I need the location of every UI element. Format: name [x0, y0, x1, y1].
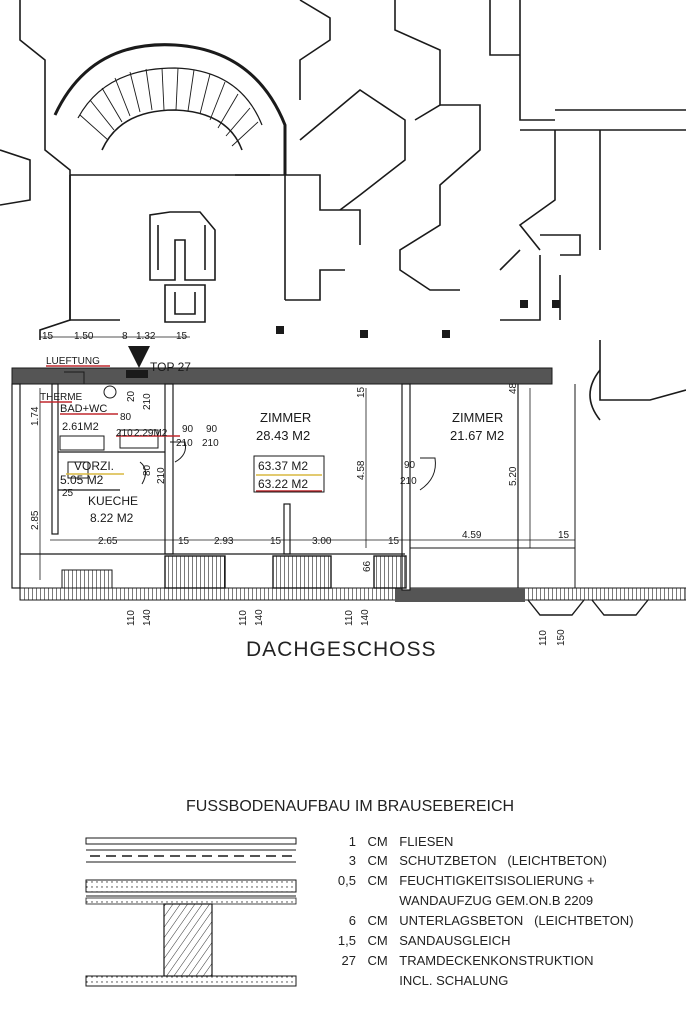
layer-row: 1,5 CM SANDAUSGLEICH — [330, 933, 511, 953]
layer-unit: CM — [367, 873, 388, 888]
room-area: 28.43 M2 — [256, 428, 310, 443]
door-size: 80 — [142, 464, 153, 476]
door-size: 210 — [142, 393, 153, 410]
room-labels: ZIMMER 28.43 M2 ZIMMER 21.67 M2 VORZI. 5… — [40, 356, 504, 525]
window-size: 110 — [538, 630, 549, 646]
door-size: 210 — [156, 467, 167, 484]
dim-text: 1.32 — [136, 331, 156, 342]
layer-description: SCHUTZBETON (LEICHTBETON) — [399, 853, 607, 868]
layer-row: 3 CM SCHUTZBETON (LEICHTBETON) — [330, 853, 607, 873]
door-size: 25 — [62, 488, 74, 499]
layer-row: INCL. SCHALUNG — [330, 973, 508, 993]
layer-unit: CM — [367, 953, 388, 968]
dim-text: 15 — [558, 530, 570, 541]
door-size: 210 — [202, 438, 219, 449]
room-name: KUECHE — [88, 494, 138, 508]
dim-text: 3.00 — [312, 536, 332, 547]
existing-building-outline — [0, 0, 686, 421]
layer-row: 6 CM UNTERLAGSBETON (LEICHTBETON) — [330, 913, 634, 933]
dim-text: 2.93 — [214, 536, 234, 547]
room-name: LUEFTUNG — [46, 356, 100, 367]
door-size: 20 — [126, 390, 137, 402]
window-size: 140 — [360, 609, 371, 626]
layer-description: UNTERLAGSBETON (LEICHTBETON) — [399, 913, 634, 928]
layer-thickness: 3 — [348, 853, 356, 868]
door-size: 210 — [176, 438, 193, 449]
door-size: 210 — [116, 428, 133, 439]
dim-text: 15 — [176, 331, 188, 342]
room-area: 2.61M2 — [62, 421, 99, 433]
layer-thickness: 0,5 — [337, 873, 356, 888]
dim-text: 15 — [270, 536, 282, 547]
room-area: 5.05 M2 — [60, 473, 104, 487]
dim-text: 15 — [178, 536, 190, 547]
window-size: 140 — [254, 609, 265, 626]
window-size: 110 — [126, 610, 137, 626]
layer-row: 0,5 CM FEUCHTIGKEITSISOLIERUNG + — [330, 873, 595, 893]
room-area: 21.67 M2 — [450, 428, 504, 443]
dim-text: 5.20 — [508, 466, 519, 486]
dim-text: 2.65 — [98, 536, 118, 547]
dim-text: 66 — [362, 560, 373, 572]
window-size: 110 — [344, 610, 355, 626]
room-area: 8.22 M2 — [90, 511, 134, 525]
layer-thickness: 6 — [348, 913, 356, 928]
dimension-labels: 15 1.50 8 1.32 15 2.65 15 2.93 15 3.00 1… — [30, 331, 570, 646]
total-area: 63.22 M2 — [258, 477, 308, 491]
layer-unit: CM — [367, 834, 388, 849]
window-size: 150 — [556, 629, 567, 646]
door-size: 210 — [400, 476, 417, 487]
dim-text: 15 — [42, 331, 54, 342]
layer-thickness: 1,5 — [337, 933, 356, 948]
layer-description: FLIESEN — [399, 834, 454, 849]
layer-row: 1 CM FLIESEN — [330, 834, 454, 854]
dim-text: 2.85 — [30, 510, 41, 530]
floor-title: DACHGESCHOSS — [246, 638, 437, 661]
layer-description: SANDAUSGLEICH — [399, 933, 511, 948]
dim-text: 4.58 — [356, 460, 367, 480]
layer-thickness: 27 — [341, 953, 356, 968]
section-title: FUSSBODENAUFBAU IM BRAUSEBEREICH — [186, 798, 515, 815]
total-area: 63.37 M2 — [258, 459, 308, 473]
dim-text: 8 — [122, 331, 128, 342]
highlight-marks — [40, 365, 325, 493]
door-size: 90 — [182, 424, 194, 435]
layer-description: INCL. SCHALUNG — [399, 973, 509, 988]
dim-text: 1.74 — [30, 406, 41, 426]
room-name: ZIMMER — [260, 410, 311, 425]
layer-unit: CM — [367, 853, 388, 868]
small-area: 2.29M2 — [134, 428, 168, 439]
dim-text: 48 — [508, 382, 519, 394]
window-size: 110 — [238, 610, 249, 626]
existing-columns — [276, 300, 560, 338]
floor-section-drawing — [85, 837, 297, 987]
door-size: 90 — [206, 424, 218, 435]
dim-text: 15 — [388, 536, 400, 547]
top-label: TOP 27 — [150, 360, 191, 374]
dim-text: 1.50 — [74, 331, 94, 342]
window-size: 140 — [142, 609, 153, 626]
room-name: THERME — [40, 392, 83, 403]
door-size: 90 — [404, 460, 416, 471]
layer-row: WANDAUFZUG GEM.ON.B 2209 — [330, 893, 593, 913]
room-name: BAD+WC — [60, 403, 107, 415]
room-name: ZIMMER — [452, 410, 503, 425]
room-name: VORZI. — [74, 459, 114, 473]
layer-thickness: 1 — [348, 834, 356, 849]
dim-text: 4.59 — [462, 530, 482, 541]
layer-unit: CM — [367, 933, 388, 948]
layer-row: 27 CM TRAMDECKENKONSTRUKTION — [330, 953, 594, 973]
door-size: 80 — [120, 412, 132, 423]
dim-text: 15 — [356, 386, 367, 398]
layer-description: TRAMDECKENKONSTRUKTION — [399, 953, 594, 968]
layer-unit: CM — [367, 913, 388, 928]
layer-description: FEUCHTIGKEITSISOLIERUNG + — [399, 873, 595, 888]
apartment-walls — [11, 336, 686, 616]
layer-description: WANDAUFZUG GEM.ON.B 2209 — [399, 893, 594, 908]
